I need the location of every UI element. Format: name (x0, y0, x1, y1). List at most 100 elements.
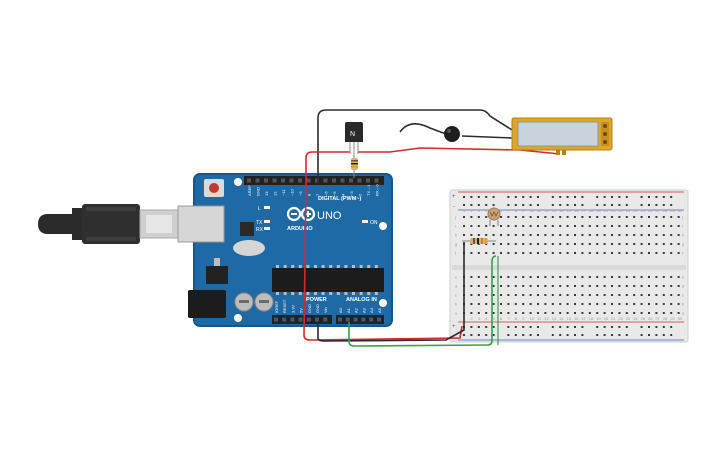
header-pin[interactable] (255, 178, 260, 183)
header-pin[interactable] (306, 178, 311, 183)
pin-label: GND (315, 304, 320, 313)
pin-label: AREF (247, 185, 252, 196)
arduino-board[interactable]: L TX RX ON UNO ARDUINO DIGITAL (PWM~) PO… (177, 173, 393, 327)
header-pin[interactable] (353, 317, 358, 322)
header-pin[interactable] (272, 178, 277, 183)
svg-text:4: 4 (485, 208, 488, 213)
pin-label: 7 (315, 193, 320, 196)
analog-header[interactable] (336, 315, 384, 324)
svg-text:7: 7 (507, 316, 510, 321)
wire-red-transistor[interactable] (305, 151, 350, 184)
header-pin[interactable] (264, 178, 268, 183)
header-pin[interactable] (332, 178, 336, 183)
wire-red-5v[interactable] (303, 183, 463, 341)
svg-text:17: 17 (581, 208, 586, 213)
rx-label: RX (256, 227, 264, 233)
row-letter: f (682, 251, 684, 256)
transistor-label: N (350, 131, 355, 138)
bottom-plus-symbol: + (452, 324, 456, 330)
analog-label: ANALOG IN (346, 297, 377, 303)
bottom-minus-symbol: - (453, 334, 455, 340)
header-pin[interactable] (377, 317, 381, 322)
header-pin[interactable] (247, 178, 251, 183)
breadboard[interactable]: + - + - 11223344556677889910101111121213… (449, 189, 689, 343)
header-pin[interactable] (323, 317, 328, 322)
header-pin[interactable] (298, 178, 302, 183)
resistor[interactable] (462, 238, 496, 244)
row-letter: c (455, 293, 457, 298)
vibration-motor[interactable] (444, 126, 460, 142)
photoresistor[interactable] (487, 207, 501, 226)
crystal (233, 240, 265, 256)
svg-text:5: 5 (493, 316, 496, 321)
breadboard-center-gap (452, 265, 686, 270)
pin-label: 4 (341, 193, 346, 196)
usb-port[interactable] (177, 205, 225, 243)
row-letter: d (682, 284, 684, 289)
svg-text:22: 22 (618, 208, 623, 213)
rx-led (264, 227, 270, 230)
row-letter: e (455, 275, 458, 280)
header-pin[interactable] (315, 317, 319, 322)
svg-text:26: 26 (648, 316, 653, 321)
transistor[interactable]: N (345, 122, 363, 178)
header-pin[interactable] (345, 317, 350, 322)
power-jack[interactable] (188, 290, 226, 318)
svg-text:14: 14 (559, 208, 564, 213)
wire-black-lcd[interactable] (461, 135, 513, 139)
row-letter: h (455, 233, 457, 238)
wire-black-gnd[interactable] (317, 242, 465, 342)
row-letter: a (455, 311, 458, 316)
wire-red-lcd[interactable] (358, 147, 561, 155)
header-pin[interactable] (369, 317, 374, 322)
header-pin[interactable] (366, 178, 370, 183)
svg-text:29: 29 (670, 208, 675, 213)
row-letter: c (682, 293, 684, 298)
svg-text:2: 2 (470, 316, 473, 321)
pin-label: GND (256, 187, 261, 196)
row-letter: g (455, 242, 457, 247)
wire-green-a0[interactable] (348, 255, 497, 347)
digital-header[interactable] (244, 176, 384, 185)
row-letter: d (455, 284, 457, 289)
header-pin[interactable] (315, 178, 319, 183)
pin-label: ~5 (332, 191, 337, 196)
header-pin[interactable] (349, 178, 353, 183)
wires (303, 109, 561, 347)
header-pin[interactable] (298, 317, 303, 322)
svg-text:15: 15 (567, 316, 572, 321)
header-pin[interactable] (361, 317, 366, 322)
lcd-display[interactable] (511, 117, 613, 155)
wire-black-top[interactable] (317, 109, 513, 184)
digital-label: DIGITAL (PWM~) (318, 196, 362, 202)
row-letter: i (455, 224, 456, 229)
header-pin[interactable] (357, 178, 362, 183)
header-pin[interactable] (282, 317, 287, 322)
power-label: POWER (306, 297, 327, 303)
header-pin[interactable] (338, 317, 342, 322)
header-pin[interactable] (340, 178, 345, 183)
svg-text:4: 4 (485, 316, 488, 321)
header-pin[interactable] (306, 317, 311, 322)
header-pin[interactable] (374, 178, 379, 183)
svg-text:1: 1 (463, 208, 466, 213)
on-label: ON (370, 220, 378, 226)
bottom-header-holes (274, 317, 381, 322)
header-pin[interactable] (274, 317, 278, 322)
usb-cable[interactable] (38, 204, 179, 244)
svg-text:28: 28 (663, 208, 668, 213)
header-pin[interactable] (323, 178, 328, 183)
svg-text:27: 27 (655, 316, 660, 321)
wire-black-motor[interactable] (399, 123, 447, 135)
header-pin[interactable] (281, 178, 285, 183)
pin-label: A2 (354, 307, 359, 313)
row-letter: h (682, 233, 684, 238)
pin-label: ~9 (298, 191, 303, 196)
pin-label: 13 (264, 191, 269, 196)
header-pin[interactable] (289, 178, 294, 183)
header-pin[interactable] (290, 317, 295, 322)
row-letter: a (682, 311, 685, 316)
svg-text:20: 20 (604, 208, 609, 213)
svg-text:12: 12 (544, 208, 549, 213)
